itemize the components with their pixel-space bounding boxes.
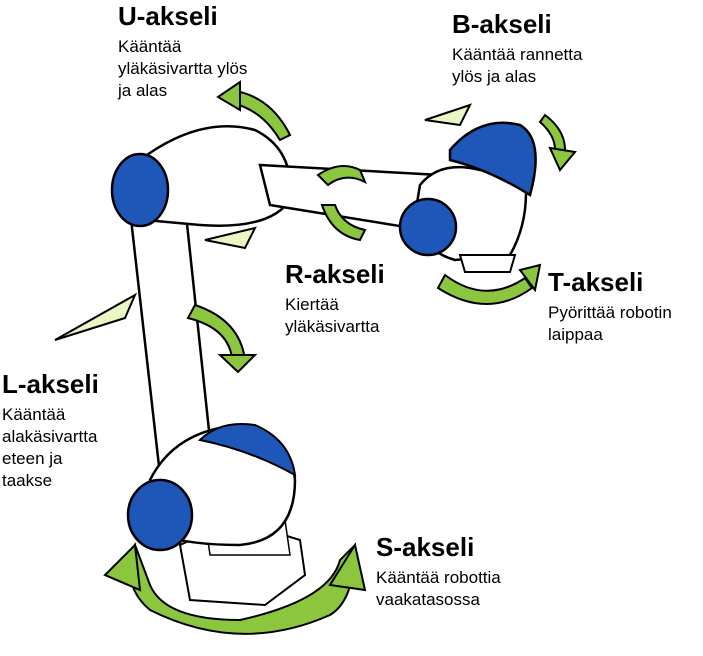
l-axis-description: Kääntää alakäsivartta eteen ja taakse	[2, 405, 98, 490]
label-t-akseli: T-akseli Pyörittää robotin laippaa	[548, 268, 672, 346]
u-axis-rotation-arrow	[228, 88, 292, 142]
r-axis-arrowhead-bottom	[320, 204, 367, 242]
label-s-akseli: S-akseli Kääntää robottia vaakatasossa	[376, 533, 501, 611]
robot-l-joint-cap	[126, 478, 194, 552]
u-axis-arrowhead-back	[204, 226, 257, 250]
r-axis-description: Kiertää yläkäsivartta	[285, 295, 380, 336]
b-axis-title: B-akseli	[452, 9, 552, 39]
b-axis-arrowhead-left	[424, 103, 472, 127]
robot-u-joint-cap	[110, 152, 170, 228]
u-axis-arrowhead-top	[216, 80, 241, 112]
label-l-akseli: L-akseli Kääntää alakäsivartta eteen ja …	[2, 370, 99, 492]
label-r-akseli: R-akseli Kiertää yläkäsivartta	[285, 260, 385, 338]
s-axis-arrowhead-left	[103, 542, 142, 592]
l-axis-arrowhead-back	[54, 292, 138, 341]
l-axis-title: L-akseli	[2, 369, 99, 399]
b-axis-rotation-arrow	[538, 113, 567, 151]
robot-wrist-r-cap	[398, 197, 458, 257]
b-axis-description: Kääntää rannetta ylös ja alas	[452, 45, 583, 86]
s-axis-description: Kääntää robottia vaakatasossa	[376, 568, 501, 609]
s-axis-arrowhead-right	[328, 542, 367, 592]
u-axis-title: U-akseli	[118, 1, 218, 31]
robot-u-joint-body	[138, 125, 292, 227]
u-axis-description: Kääntää yläkäsivartta ylös ja alas	[118, 37, 248, 100]
robot-shoulder-cap	[197, 423, 297, 477]
t-axis-description: Pyörittää robotin laippaa	[548, 303, 672, 344]
t-axis-title: T-akseli	[548, 267, 644, 297]
r-axis-rotation-arrow	[316, 165, 367, 187]
b-axis-arrowhead-right	[548, 146, 577, 172]
r-axis-title: R-akseli	[285, 259, 385, 289]
t-axis-arrowhead	[518, 263, 542, 293]
l-axis-arrowhead-bottom	[217, 354, 258, 374]
robot-flange	[458, 254, 517, 273]
label-u-akseli: U-akseli Kääntää yläkäsivartta ylös ja a…	[118, 2, 247, 102]
s-axis-title: S-akseli	[376, 532, 475, 562]
robot-wrist-b-cap	[448, 121, 537, 197]
label-b-akseli: B-akseli Kääntää rannetta ylös ja alas	[452, 10, 582, 88]
t-axis-rotation-arrow	[436, 273, 534, 305]
